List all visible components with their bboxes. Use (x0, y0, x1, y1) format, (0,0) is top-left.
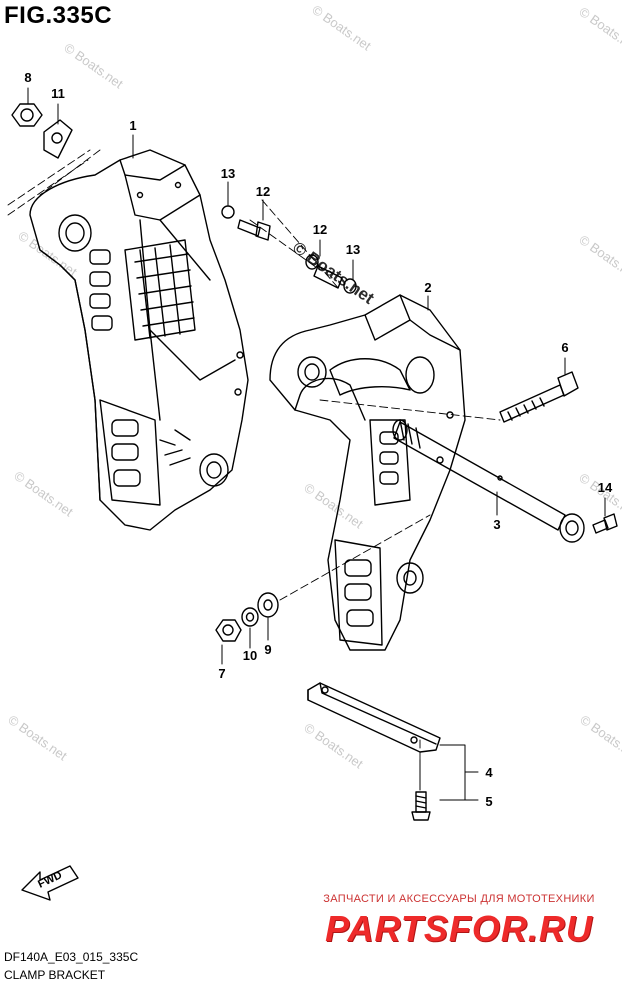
callout-part-13[interactable]: 13 (345, 242, 361, 257)
clamp-bracket-left (29, 149, 249, 531)
callout-part-13[interactable]: 13 (220, 166, 236, 181)
shop-tagline: ЗАПЧАСТИ И АКСЕССУАРЫ ДЛЯ МОТОТЕХНИКИ (323, 893, 595, 905)
fwd-arrow: FWD (21, 865, 79, 901)
washer-small (241, 607, 259, 627)
bolt-lower (305, 254, 357, 294)
long-bolt (499, 371, 579, 423)
nut-top-left (11, 103, 43, 127)
callout-part-5[interactable]: 5 (485, 794, 493, 809)
callout-part-12[interactable]: 12 (255, 184, 271, 199)
through-shaft (392, 419, 585, 543)
callout-part-2[interactable]: 2 (424, 280, 432, 295)
callout-part-10[interactable]: 10 (242, 648, 258, 663)
clamp-bracket-right (269, 294, 466, 651)
callout-part-1[interactable]: 1 (129, 118, 137, 133)
callout-part-8[interactable]: 8 (24, 70, 32, 85)
callout-part-4[interactable]: 4 (485, 765, 493, 780)
figure-name: CLAMP BRACKET (4, 968, 106, 982)
plate-top-left (43, 119, 73, 159)
plate-bolt (411, 791, 431, 821)
callout-part-7[interactable]: 7 (218, 666, 226, 681)
anode-plate (307, 682, 441, 753)
small-bolt (592, 513, 618, 534)
callout-part-12[interactable]: 12 (312, 222, 328, 237)
leader-lines (27, 87, 606, 801)
alignment-lines (7, 149, 501, 761)
callout-part-11[interactable]: 11 (51, 86, 65, 101)
figure-title: FIG.335C (4, 2, 113, 29)
bolt-upper (221, 205, 271, 241)
nut-bottom (215, 619, 242, 642)
figure-code: DF140A_E03_015_335C (4, 950, 139, 964)
washer-large (257, 592, 279, 618)
callout-part-14[interactable]: 14 (597, 480, 613, 495)
callout-part-9[interactable]: 9 (264, 642, 272, 657)
callout-part-3[interactable]: 3 (493, 517, 501, 532)
callout-part-6[interactable]: 6 (561, 340, 569, 355)
shop-logo: PARTSFOR.RU (325, 908, 593, 949)
